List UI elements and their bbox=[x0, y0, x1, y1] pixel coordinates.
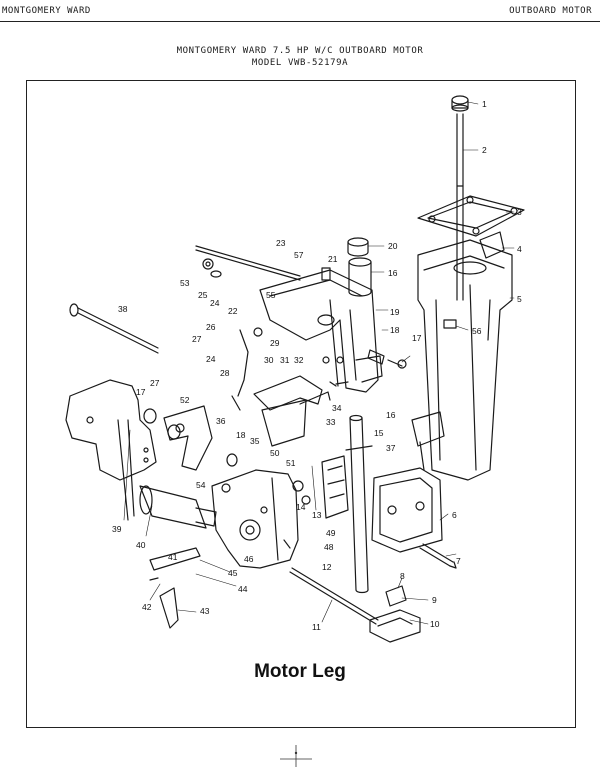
callout-label: 33 bbox=[326, 417, 336, 427]
callout-label: 2 bbox=[482, 145, 487, 155]
callout-label: 24 bbox=[206, 354, 216, 364]
callout-label: 32 bbox=[294, 355, 304, 365]
mount-screw-part bbox=[419, 543, 457, 569]
callout-label: 7 bbox=[456, 556, 461, 566]
callout-label: 29 bbox=[270, 338, 280, 348]
callout-label: 50 bbox=[270, 448, 280, 458]
callout-label: 52 bbox=[180, 395, 190, 405]
callout-label: 1 bbox=[482, 99, 487, 109]
callout-label: 40 bbox=[136, 540, 146, 550]
header-brand: MONTGOMERY WARD bbox=[2, 6, 91, 16]
callout-label: 26 bbox=[206, 322, 216, 332]
steering-tube-upper-part bbox=[348, 257, 372, 297]
callout-label: 38 bbox=[118, 304, 128, 314]
callout-label: 44 bbox=[238, 584, 248, 594]
leader-lines bbox=[123, 101, 515, 625]
callout-label: 53 bbox=[180, 278, 190, 288]
callout-label: 21 bbox=[328, 254, 338, 264]
callout-label: 12 bbox=[322, 562, 332, 572]
callout-label: 36 bbox=[216, 416, 226, 426]
top-gasket-part bbox=[417, 195, 525, 237]
callout-label: 16 bbox=[388, 268, 398, 278]
callout-label: 41 bbox=[168, 552, 178, 562]
callout-label: 37 bbox=[386, 443, 396, 453]
callout-label: 8 bbox=[400, 571, 405, 581]
callout-label: 30 bbox=[264, 355, 274, 365]
callout-label: 16 bbox=[386, 410, 396, 420]
callout-label: 34 bbox=[332, 403, 342, 413]
callout-label: 49 bbox=[326, 528, 336, 538]
callout-label: 13 bbox=[312, 510, 322, 520]
callout-label: 17 bbox=[136, 387, 146, 397]
callout-label: 3 bbox=[517, 207, 522, 217]
callout-label: 46 bbox=[244, 554, 254, 564]
callout-label: 27 bbox=[150, 378, 160, 388]
title-line-2: MODEL VWB-52179A bbox=[251, 58, 349, 68]
clamp-screw-part bbox=[139, 485, 217, 529]
diagram-frame bbox=[26, 80, 576, 728]
diagram-caption: Motor Leg bbox=[254, 661, 346, 682]
left-clamp-bracket-part bbox=[65, 379, 157, 521]
callout-label: 18 bbox=[236, 430, 246, 440]
callout-label: 39 bbox=[112, 524, 122, 534]
drive-shaft-housing-part bbox=[411, 231, 513, 481]
callout-label: 45 bbox=[228, 568, 238, 578]
callout-label: 24 bbox=[210, 298, 220, 308]
callout-label: 51 bbox=[286, 458, 296, 468]
callout-label: 48 bbox=[324, 542, 334, 552]
callout-label: 5 bbox=[517, 294, 522, 304]
callout-label: 18 bbox=[390, 325, 400, 335]
callout-label: 20 bbox=[388, 241, 398, 251]
small-bolts-part bbox=[321, 267, 407, 387]
callout-label: 56 bbox=[472, 326, 482, 336]
swivel-bracket-part bbox=[259, 269, 383, 393]
callout-label: 55 bbox=[266, 290, 276, 300]
callout-label: 28 bbox=[220, 368, 230, 378]
pivot-shaft-part bbox=[345, 414, 373, 594]
callout-label: 25 bbox=[198, 290, 208, 300]
tilt-rod-part bbox=[69, 303, 159, 354]
callout-label: 42 bbox=[142, 602, 152, 612]
header-section: OUTBOARD MOTOR bbox=[509, 6, 592, 16]
callout-label: 11 bbox=[312, 622, 321, 632]
tilt-bracket-part bbox=[253, 375, 331, 447]
page-footer-mark bbox=[280, 745, 312, 767]
handle-parts bbox=[149, 547, 201, 629]
shock-bracket-part bbox=[321, 455, 349, 519]
right-clamp-bracket-part bbox=[211, 469, 299, 569]
callout-labels: 1 2 3 4 5 56 20 16 21 57 23 53 25 24 55 … bbox=[112, 99, 522, 632]
callout-label: 9 bbox=[432, 595, 437, 605]
callout-label: 10 bbox=[430, 619, 440, 629]
title-line-1: MONTGOMERY WARD 7.5 HP W/C OUTBOARD MOTO… bbox=[176, 46, 424, 56]
callout-label: 31 bbox=[280, 355, 290, 365]
bushing-part bbox=[347, 237, 369, 257]
callout-label: 14 bbox=[296, 502, 306, 512]
page-header: MONTGOMERY WARD OUTBOARD MOTOR bbox=[0, 0, 600, 22]
clip-parts bbox=[369, 585, 421, 643]
callout-label: 57 bbox=[294, 250, 304, 260]
callout-label: 4 bbox=[517, 244, 522, 254]
callout-label: 54 bbox=[196, 480, 206, 490]
linkage-parts bbox=[195, 245, 385, 411]
header-rule bbox=[0, 21, 600, 22]
lower-mount-part bbox=[371, 467, 443, 553]
callout-label: 17 bbox=[412, 333, 422, 343]
callout-label: 43 bbox=[200, 606, 210, 616]
callout-label: 35 bbox=[250, 436, 260, 446]
spring-washers-part bbox=[143, 408, 311, 505]
callout-label: 19 bbox=[390, 307, 400, 317]
callout-label: 23 bbox=[276, 238, 286, 248]
diagram-title: MONTGOMERY WARD 7.5 HP W/C OUTBOARD MOTO… bbox=[0, 45, 600, 69]
callout-label: 15 bbox=[374, 428, 384, 438]
callout-label: 27 bbox=[192, 334, 202, 344]
callout-label: 22 bbox=[228, 306, 238, 316]
through-bolt-part bbox=[289, 567, 379, 625]
callout-label: 6 bbox=[452, 510, 457, 520]
shaft-nut-part bbox=[451, 95, 469, 112]
